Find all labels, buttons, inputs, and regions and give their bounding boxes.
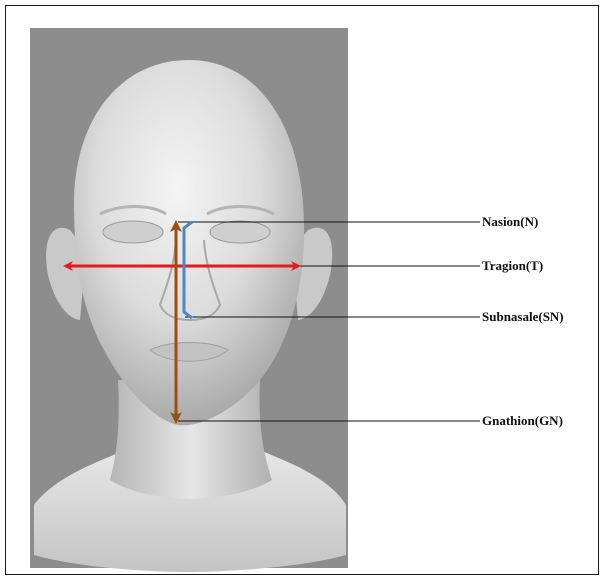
subnasale-label: Subnasale(SN) bbox=[482, 309, 564, 324]
tragion-label: Tragion(T) bbox=[482, 258, 543, 273]
left-eye bbox=[103, 221, 163, 243]
nasion-label: Nasion(N) bbox=[482, 214, 538, 229]
right-eye bbox=[210, 221, 270, 243]
gnathion-label: Gnathion(GN) bbox=[482, 413, 563, 428]
